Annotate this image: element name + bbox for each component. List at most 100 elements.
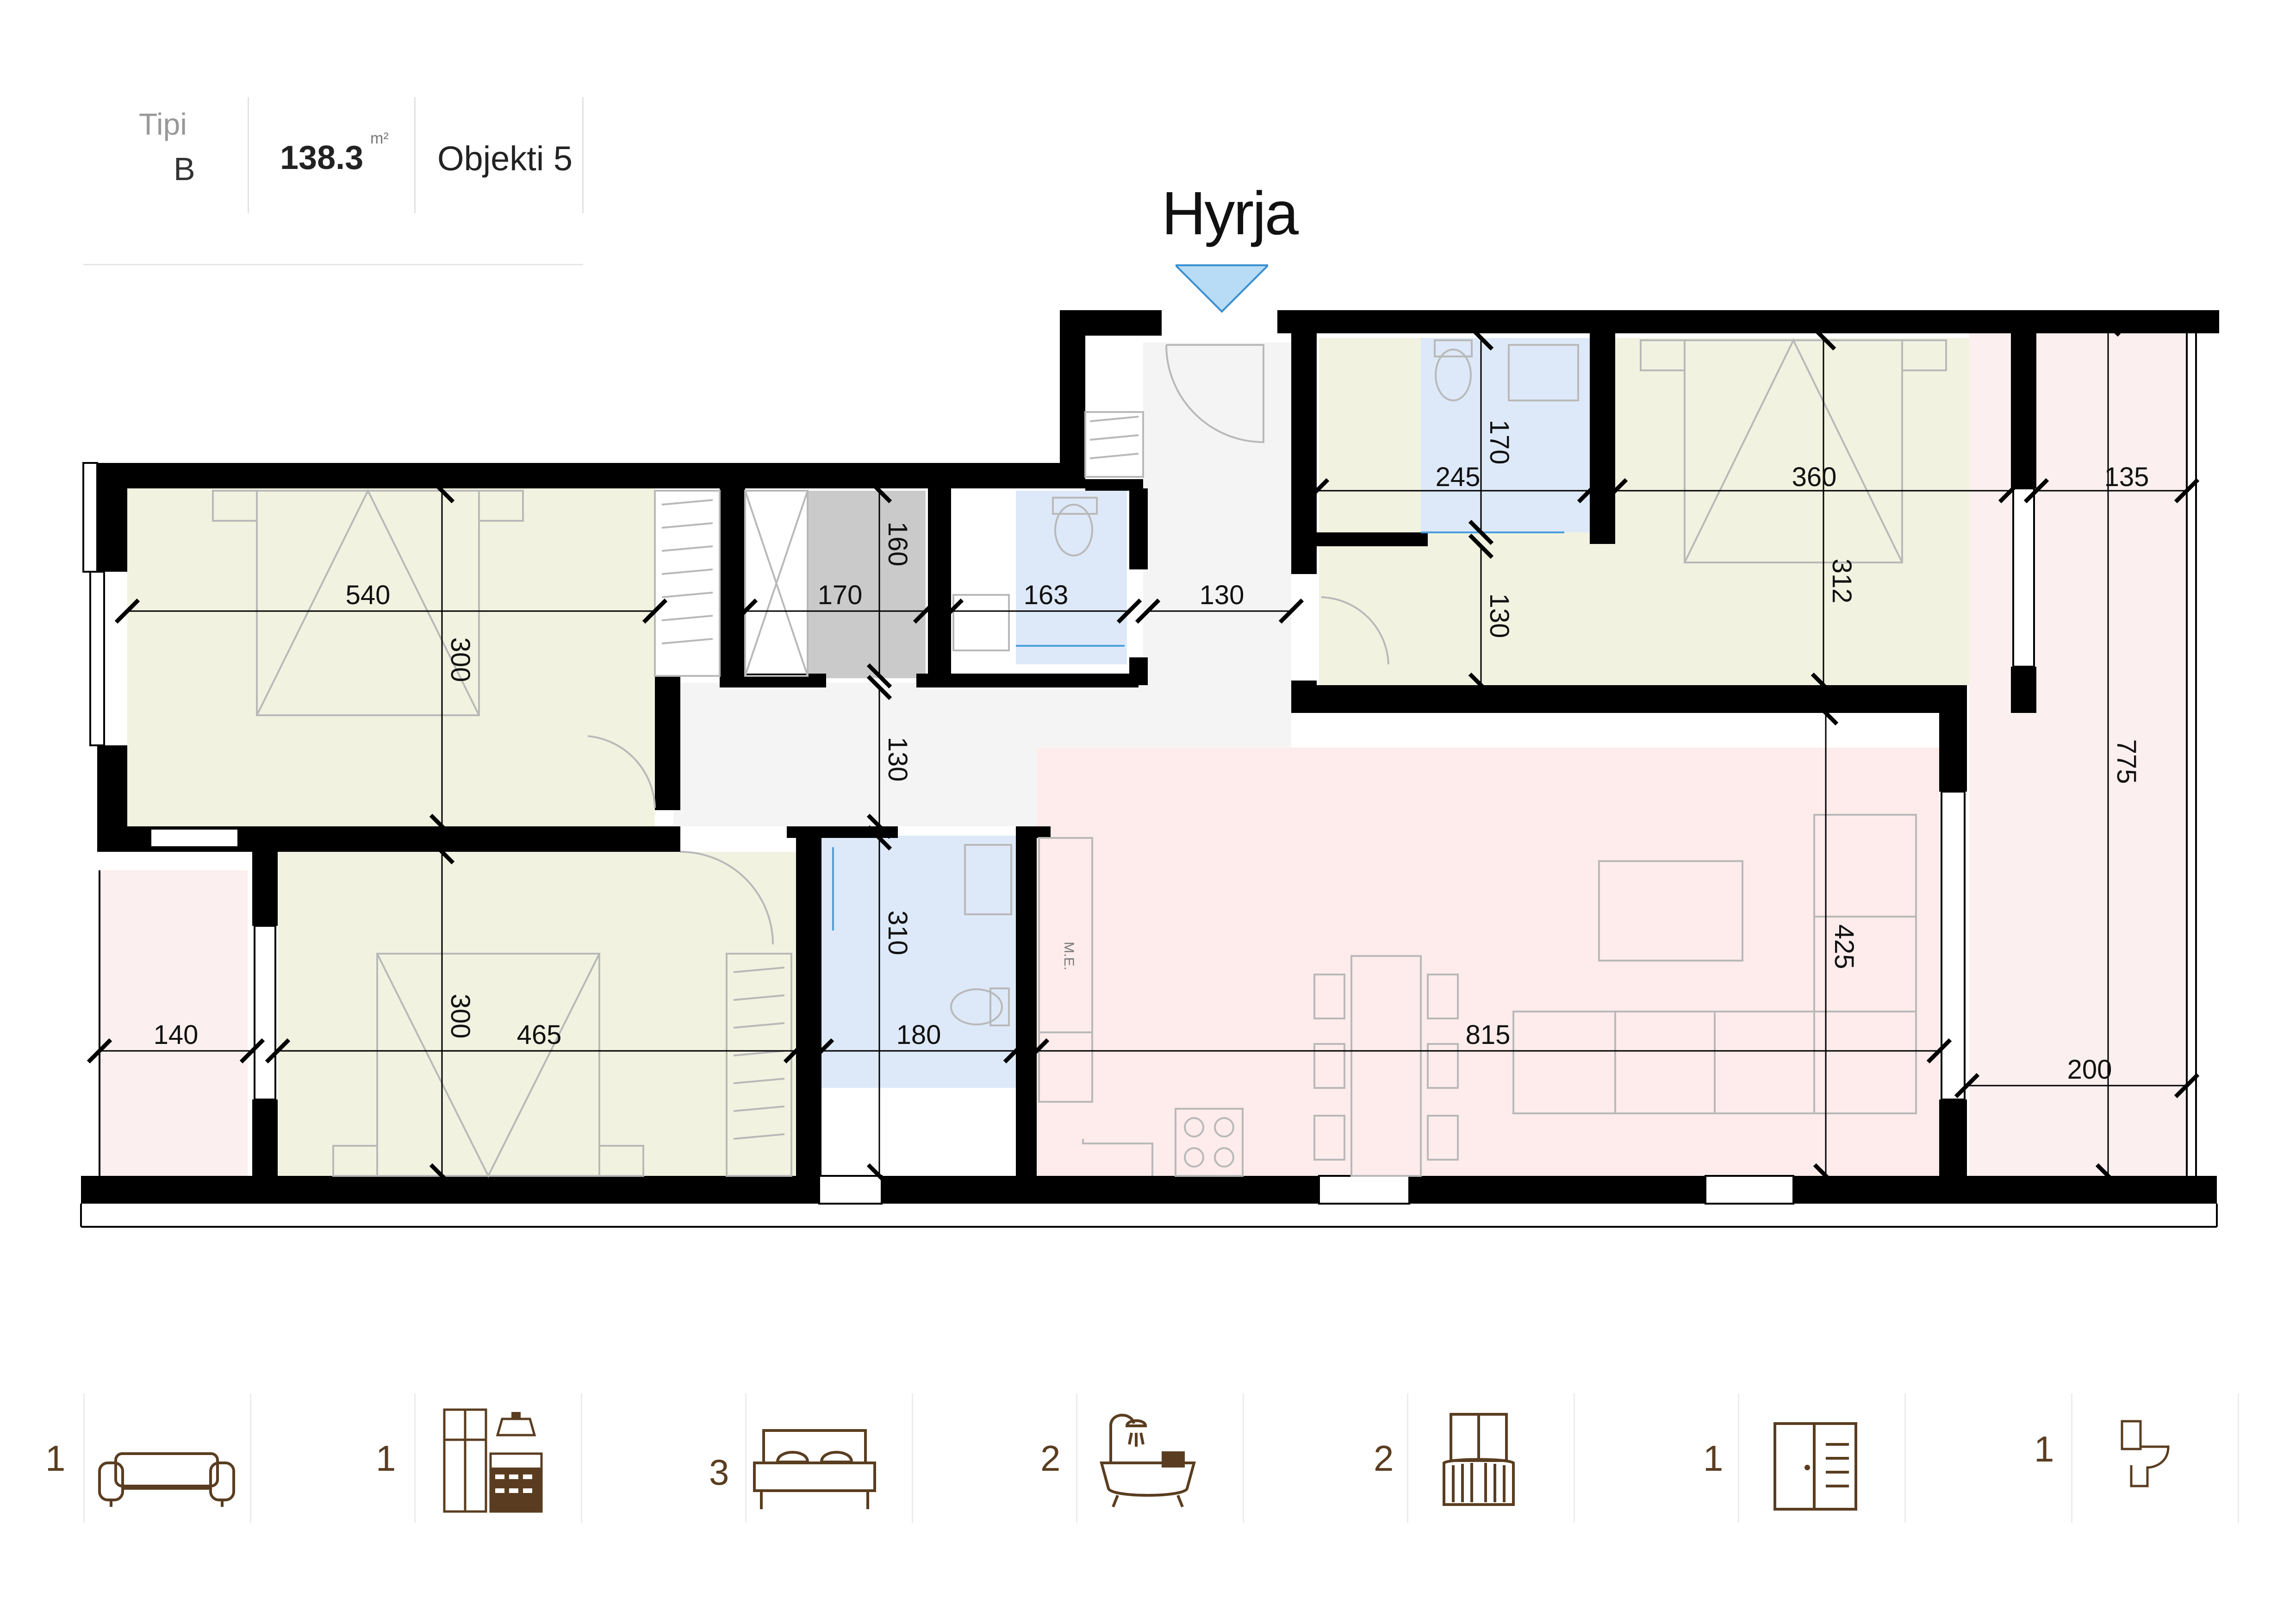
dim-balcony-left-width: 140 bbox=[154, 1020, 199, 1050]
wall-bottom-3 bbox=[1409, 1176, 1705, 1204]
dim-living-width: 815 bbox=[1466, 1020, 1511, 1050]
amenity-count-wardrobe: 1 bbox=[1703, 1438, 1724, 1479]
dimension-lines bbox=[87, 311, 2200, 1189]
window-living-right bbox=[1941, 791, 1966, 1100]
wall-bath-top-right bbox=[1590, 333, 1615, 544]
wall-bath-mid-left bbox=[796, 826, 821, 1178]
entrance-arrow-icon bbox=[1176, 264, 1268, 313]
window-bottom-3 bbox=[1705, 1175, 1794, 1205]
meter-label: M.E. bbox=[1061, 942, 1076, 970]
room-fills bbox=[100, 324, 2187, 1176]
dining-table bbox=[1350, 955, 1422, 1177]
wall-living-right bbox=[1939, 713, 1967, 792]
dim-bath-top-width: 245 bbox=[1436, 462, 1481, 492]
window-bedroom3-right bbox=[2012, 487, 2035, 668]
amenity-count-toilet: 1 bbox=[2034, 1429, 2054, 1469]
dim-bedroom3-depth: 312 bbox=[1827, 559, 1857, 604]
wall-bedroom2-left-top bbox=[252, 826, 278, 926]
dim-closet-width: 170 bbox=[818, 580, 863, 610]
walk-in-closet bbox=[808, 491, 926, 678]
wall-bath-top-bottom bbox=[1317, 532, 1428, 546]
dim-living-depth: 425 bbox=[1829, 924, 1859, 969]
amenity-count-bed: 3 bbox=[709, 1452, 729, 1493]
legend-separator bbox=[581, 1393, 582, 1523]
info-cell-object bbox=[414, 97, 584, 213]
wardrobe-icon bbox=[1773, 1422, 1857, 1511]
balcony-left bbox=[100, 870, 248, 1176]
legend-separator bbox=[1574, 1393, 1575, 1523]
type-label: Tipi bbox=[139, 107, 187, 141]
wall-living-right-bot bbox=[1939, 1099, 1967, 1178]
dim-bedroom1-width: 540 bbox=[346, 580, 391, 610]
dim-bedroom3-width: 360 bbox=[1792, 462, 1837, 492]
wall-wc-right bbox=[1129, 488, 1148, 569]
dim-bath-top-depth: 170 bbox=[1484, 420, 1514, 465]
wc bbox=[1016, 491, 1127, 664]
dim-terrace-length: 775 bbox=[2111, 739, 2141, 784]
kitchen-icon bbox=[443, 1408, 543, 1513]
entrance-label: Hyrja bbox=[1162, 179, 1299, 247]
wall-wc-right-b bbox=[1129, 657, 1148, 685]
window-bottom-2 bbox=[1318, 1175, 1410, 1205]
legend-separator bbox=[2238, 1393, 2239, 1523]
toilet-icon bbox=[2121, 1420, 2170, 1487]
dim-terrace-width: 200 bbox=[2067, 1055, 2112, 1085]
wall-bedroom1-right bbox=[655, 676, 680, 810]
bathtub-icon bbox=[1100, 1413, 1196, 1508]
dim-hall-depth: 130 bbox=[883, 737, 913, 782]
legend-separator bbox=[2071, 1393, 2072, 1523]
toilet-bath-mid bbox=[950, 988, 1003, 1025]
window-bedroom2-left bbox=[254, 925, 276, 1100]
wall-bottom-4 bbox=[1793, 1176, 2217, 1204]
amenity-count-sofa: 1 bbox=[45, 1438, 66, 1479]
window-bottom-1 bbox=[818, 1175, 883, 1205]
dim-corridor-depth: 130 bbox=[1484, 593, 1514, 638]
window-balcony-top bbox=[149, 828, 239, 848]
dim-entry-width: 130 bbox=[1200, 580, 1244, 610]
wall-left-upper bbox=[97, 463, 127, 572]
legend-separator bbox=[1904, 1393, 1906, 1523]
legend-separator bbox=[83, 1393, 85, 1523]
toilet-wc bbox=[1054, 504, 1093, 556]
dim-closet-depth: 160 bbox=[883, 522, 913, 567]
dim-bath-mid-depth: 310 bbox=[883, 911, 913, 956]
dim-bath-mid-width: 180 bbox=[896, 1020, 941, 1050]
wall-bedroom2-left-bot bbox=[252, 1099, 278, 1178]
dim-bedroom2-width: 465 bbox=[517, 1020, 562, 1050]
legend-separator bbox=[1407, 1393, 1408, 1523]
bed-icon bbox=[753, 1429, 876, 1509]
legend-separator bbox=[1738, 1393, 1739, 1523]
dim-terrace-top-width: 135 bbox=[2104, 462, 2149, 492]
sofa-icon bbox=[98, 1452, 235, 1507]
wall-wc-left bbox=[928, 488, 951, 683]
wall-entry-right-top bbox=[1291, 310, 1317, 574]
legend-separator bbox=[414, 1393, 416, 1523]
wall-bath-mid-top bbox=[787, 826, 898, 838]
bedroom-2 bbox=[278, 852, 796, 1176]
wall-closet-left bbox=[720, 488, 745, 678]
wall-entry-top-left bbox=[1060, 310, 1162, 336]
wall-bedroom3-right-bot bbox=[2011, 667, 2036, 713]
window-left-upper bbox=[82, 462, 98, 573]
dim-bedroom1-depth: 300 bbox=[445, 637, 475, 682]
info-cell-area bbox=[248, 97, 416, 213]
dim-wc-width: 163 bbox=[1024, 580, 1069, 610]
bedroom-1 bbox=[127, 488, 655, 826]
wall-bottom-2 bbox=[882, 1176, 1319, 1204]
legend-separator bbox=[1243, 1393, 1244, 1523]
wall-bedroom3-bottom bbox=[1291, 685, 1967, 713]
area-value: 138.3 bbox=[280, 139, 364, 176]
dim-bedroom2-depth: 300 bbox=[445, 994, 475, 1039]
wall-top-right bbox=[1277, 310, 2219, 333]
living-kitchen bbox=[1037, 748, 1939, 1176]
amenity-count-balcony: 2 bbox=[1374, 1438, 1394, 1479]
unit-info-block: Tipi B 138.3 m² Objekti 5 bbox=[83, 97, 584, 213]
wall-kitchen-top bbox=[1016, 826, 1051, 838]
wall-bath-mid-right bbox=[1016, 836, 1037, 1178]
legend-separator bbox=[745, 1393, 747, 1523]
header-divider bbox=[83, 264, 583, 265]
bathroom-mid bbox=[819, 836, 1016, 1088]
terrace-right bbox=[1969, 324, 2187, 1176]
legend-separator bbox=[912, 1393, 913, 1523]
